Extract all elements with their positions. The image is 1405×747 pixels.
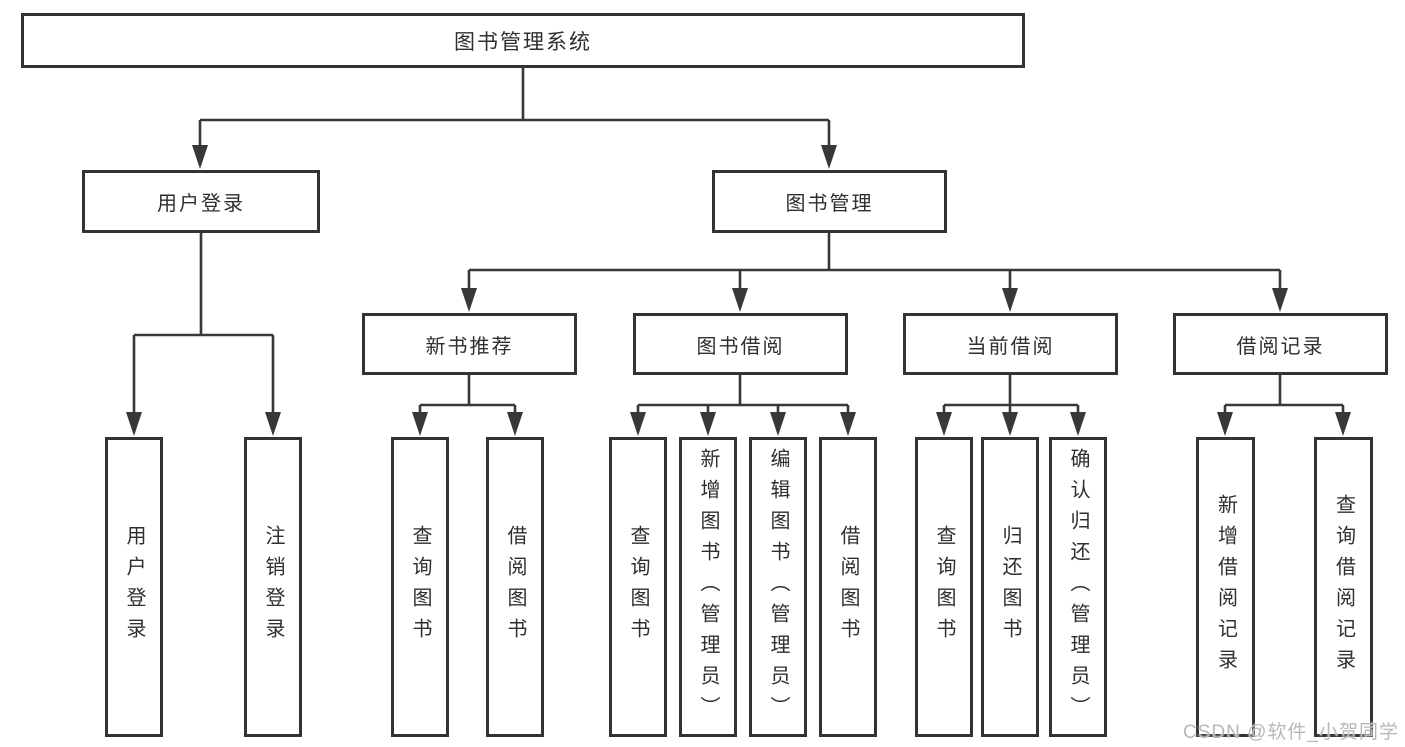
connector-book-management (467, 233, 1282, 290)
leaf-confirm-return-admin: 确认归还（管理员） (1049, 437, 1107, 737)
leaf-borrow-books-recommend: 借阅图书 (486, 437, 544, 737)
leaf-borrow-books: 借阅图书 (819, 437, 877, 737)
node-user-login: 用户登录 (82, 170, 320, 233)
leaf-return-books: 归还图书 (981, 437, 1039, 737)
connector-current-borrow (942, 375, 1080, 414)
connector-user-login (132, 233, 275, 414)
connector-borrow-records (1223, 375, 1345, 414)
leaf-add-books-admin: 新增图书（管理员） (679, 437, 737, 737)
node-borrow-records: 借阅记录 (1173, 313, 1388, 375)
arrowheads (126, 145, 1351, 436)
watermark: CSDN @软件_小贺同学 (1183, 722, 1399, 743)
leaf-add-borrow-record: 新增借阅记录 (1196, 437, 1255, 737)
leaf-edit-books-admin: 编辑图书（管理员） (749, 437, 807, 737)
leaf-logout-login: 注销登录 (244, 437, 302, 737)
leaf-user-login: 用户登录 (105, 437, 163, 737)
connector-new-book (418, 375, 517, 414)
node-new-book-recommend: 新书推荐 (362, 313, 577, 375)
node-library-system: 图书管理系统 (21, 13, 1025, 68)
connector-book-borrow (636, 375, 850, 414)
leaf-query-books-borrow: 查询图书 (609, 437, 667, 737)
connector-root (198, 68, 831, 147)
leaf-query-borrow-record: 查询借阅记录 (1314, 437, 1373, 737)
node-book-management: 图书管理 (712, 170, 947, 233)
node-current-borrow: 当前借阅 (903, 313, 1118, 375)
node-book-borrow: 图书借阅 (633, 313, 848, 375)
leaf-query-books-recommend: 查询图书 (391, 437, 449, 737)
leaf-query-books-current: 查询图书 (915, 437, 973, 737)
